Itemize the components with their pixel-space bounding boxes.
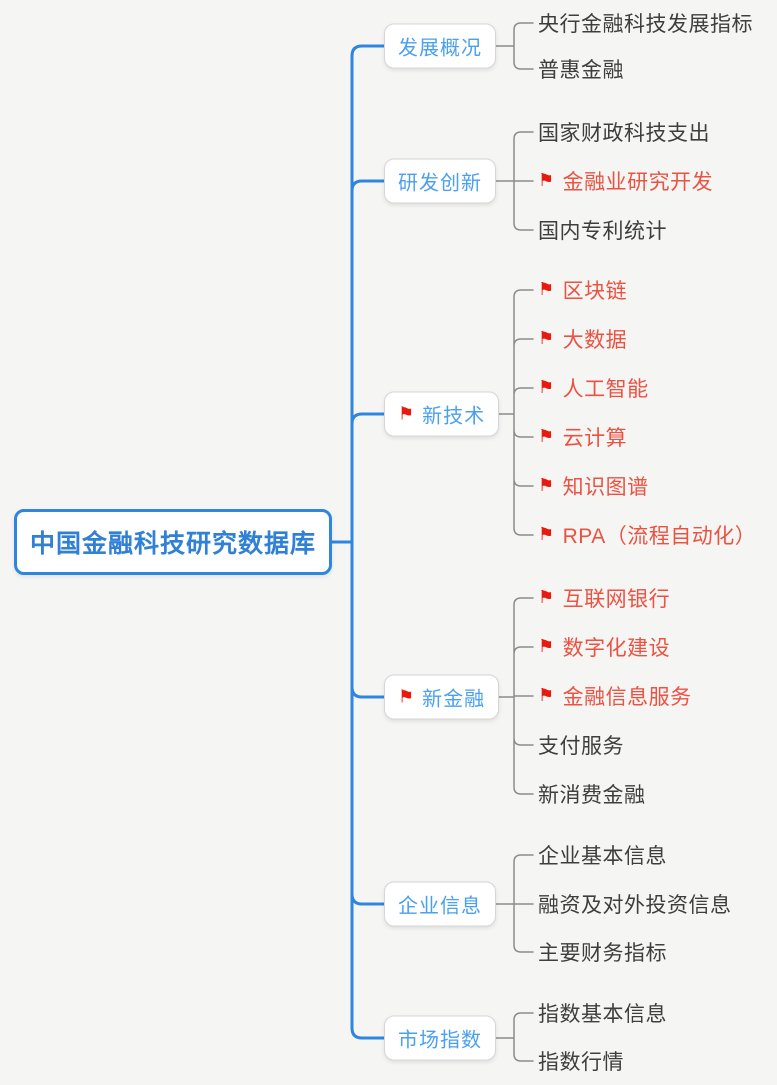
leaf-label: 融资及对外投资信息	[538, 894, 732, 917]
leaf-node[interactable]: 企业基本信息	[538, 840, 667, 870]
leaf-node[interactable]: ⚑ 知识图谱	[538, 471, 649, 501]
flag-icon: ⚑	[538, 426, 555, 447]
leaf-label: 普惠金融	[538, 59, 624, 82]
leaf-node[interactable]: 指数行情	[538, 1046, 624, 1076]
trunk-connectors	[320, 44, 387, 1040]
leaf-label: 国内专利统计	[538, 220, 667, 243]
branch-node-new-finance[interactable]: ⚑ 新金融	[384, 674, 500, 720]
flag-icon: ⚑	[538, 636, 555, 657]
leaf-node[interactable]: 普惠金融	[538, 54, 624, 84]
leaf-label: 企业基本信息	[538, 845, 667, 868]
leaf-label: 云计算	[562, 427, 628, 450]
leaf-node[interactable]: 国内专利统计	[538, 215, 667, 245]
branch-label: 新技术	[422, 405, 486, 428]
flag-icon: ⚑	[538, 279, 555, 300]
branch-node-development-overview[interactable]: 发展概况	[384, 23, 496, 69]
leaf-node[interactable]: ⚑ RPA（流程自动化）	[538, 520, 756, 550]
leaf-node[interactable]: 指数基本信息	[538, 998, 667, 1028]
leaf-label: 区块链	[562, 280, 628, 303]
leaf-node[interactable]: ⚑ 云计算	[538, 422, 627, 452]
leaf-node[interactable]: 融资及对外投资信息	[538, 889, 732, 919]
branch-label: 市场指数	[398, 1029, 482, 1052]
leaf-node[interactable]: 支付服务	[538, 730, 624, 760]
leaf-node[interactable]: ⚑ 金融信息服务	[538, 681, 692, 711]
flag-icon: ⚑	[398, 686, 416, 707]
branch-label: 企业信息	[398, 895, 482, 918]
leaf-node[interactable]: 国家财政科技支出	[538, 117, 710, 147]
leaf-node[interactable]: ⚑ 区块链	[538, 275, 627, 305]
branch-label: 发展概况	[398, 37, 482, 60]
leaf-node[interactable]: ⚑ 互联网银行	[538, 583, 670, 613]
flag-icon: ⚑	[538, 170, 555, 191]
leaf-label: 金融信息服务	[562, 686, 692, 709]
leaf-label: 数字化建设	[562, 637, 671, 660]
leaf-label: 大数据	[562, 329, 628, 352]
flag-icon: ⚑	[538, 524, 555, 545]
leaf-node[interactable]: 央行金融科技发展指标	[538, 8, 753, 38]
branch-node-rd-innovation[interactable]: 研发创新	[384, 158, 496, 204]
branch-node-market-index[interactable]: 市场指数	[384, 1015, 496, 1061]
leaf-label: 新消费金融	[538, 784, 646, 807]
branch-label: 新金融	[422, 688, 486, 711]
leaf-node[interactable]: 主要财务指标	[538, 937, 667, 967]
leaf-label: 互联网银行	[562, 588, 671, 611]
branch-node-enterprise-info[interactable]: 企业信息	[384, 881, 496, 927]
flag-icon: ⚑	[538, 475, 555, 496]
leaf-label: 金融业研究开发	[562, 171, 714, 194]
leaf-node[interactable]: ⚑ 人工智能	[538, 373, 649, 403]
root-node[interactable]: 中国金融科技研究数据库	[14, 509, 333, 575]
leaf-label: 主要财务指标	[538, 942, 667, 965]
flag-icon: ⚑	[538, 587, 555, 608]
leaf-node[interactable]: 新消费金融	[538, 779, 646, 809]
leaf-label: 国家财政科技支出	[538, 122, 710, 145]
flag-icon: ⚑	[538, 377, 555, 398]
leaf-label: 知识图谱	[562, 476, 649, 499]
leaf-label: 央行金融科技发展指标	[538, 13, 753, 36]
leaf-label: 指数行情	[538, 1051, 624, 1074]
flag-icon: ⚑	[398, 403, 416, 424]
leaf-label: 支付服务	[538, 735, 624, 758]
leaf-node[interactable]: ⚑ 金融业研究开发	[538, 166, 713, 196]
leaf-node[interactable]: ⚑ 数字化建设	[538, 632, 670, 662]
leaf-node[interactable]: ⚑ 大数据	[538, 324, 627, 354]
flag-icon: ⚑	[538, 328, 555, 349]
child-connectors	[491, 22, 534, 1062]
branch-node-new-technology[interactable]: ⚑ 新技术	[384, 391, 500, 437]
leaf-label: 人工智能	[562, 378, 649, 401]
branch-label: 研发创新	[398, 172, 482, 195]
leaf-label: 指数基本信息	[538, 1003, 667, 1026]
flag-icon: ⚑	[538, 685, 555, 706]
leaf-label: RPA（流程自动化）	[562, 525, 757, 548]
